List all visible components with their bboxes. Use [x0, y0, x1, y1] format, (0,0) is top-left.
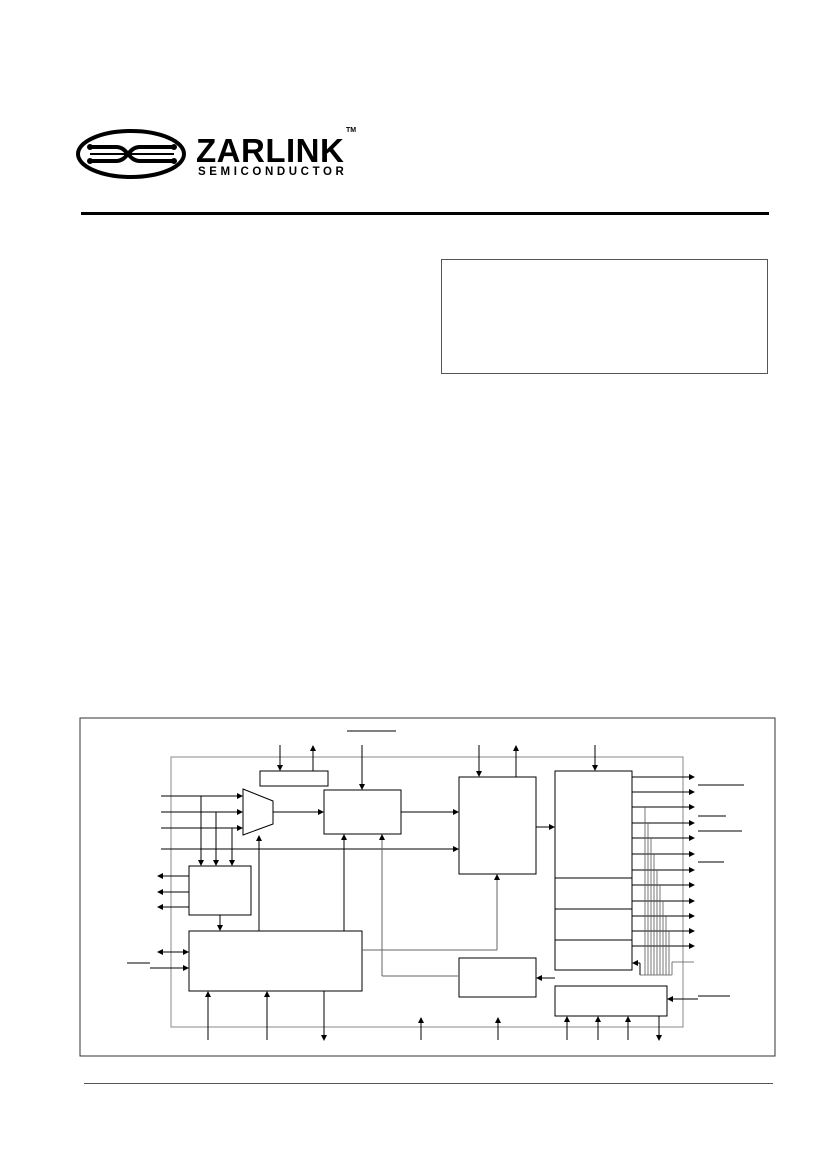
feedback-block	[458, 957, 537, 998]
zarlink-logo-mark	[76, 129, 186, 179]
processing-block-a	[323, 789, 402, 835]
processing-block-b	[458, 776, 537, 875]
io-block	[188, 865, 252, 916]
logo-wordmark: ZARLINK	[196, 132, 345, 169]
logo-subtitle: SEMICONDUCTOR	[198, 166, 348, 178]
bottom-right-block	[554, 985, 668, 1017]
control-block	[188, 930, 363, 992]
input-mux	[242, 788, 274, 836]
logo-trademark: TM	[346, 127, 357, 134]
diagram-frame	[79, 717, 776, 1057]
footer-divider	[84, 1083, 773, 1084]
top-register-block	[259, 770, 329, 787]
info-box	[441, 259, 768, 374]
header-divider	[81, 212, 769, 215]
